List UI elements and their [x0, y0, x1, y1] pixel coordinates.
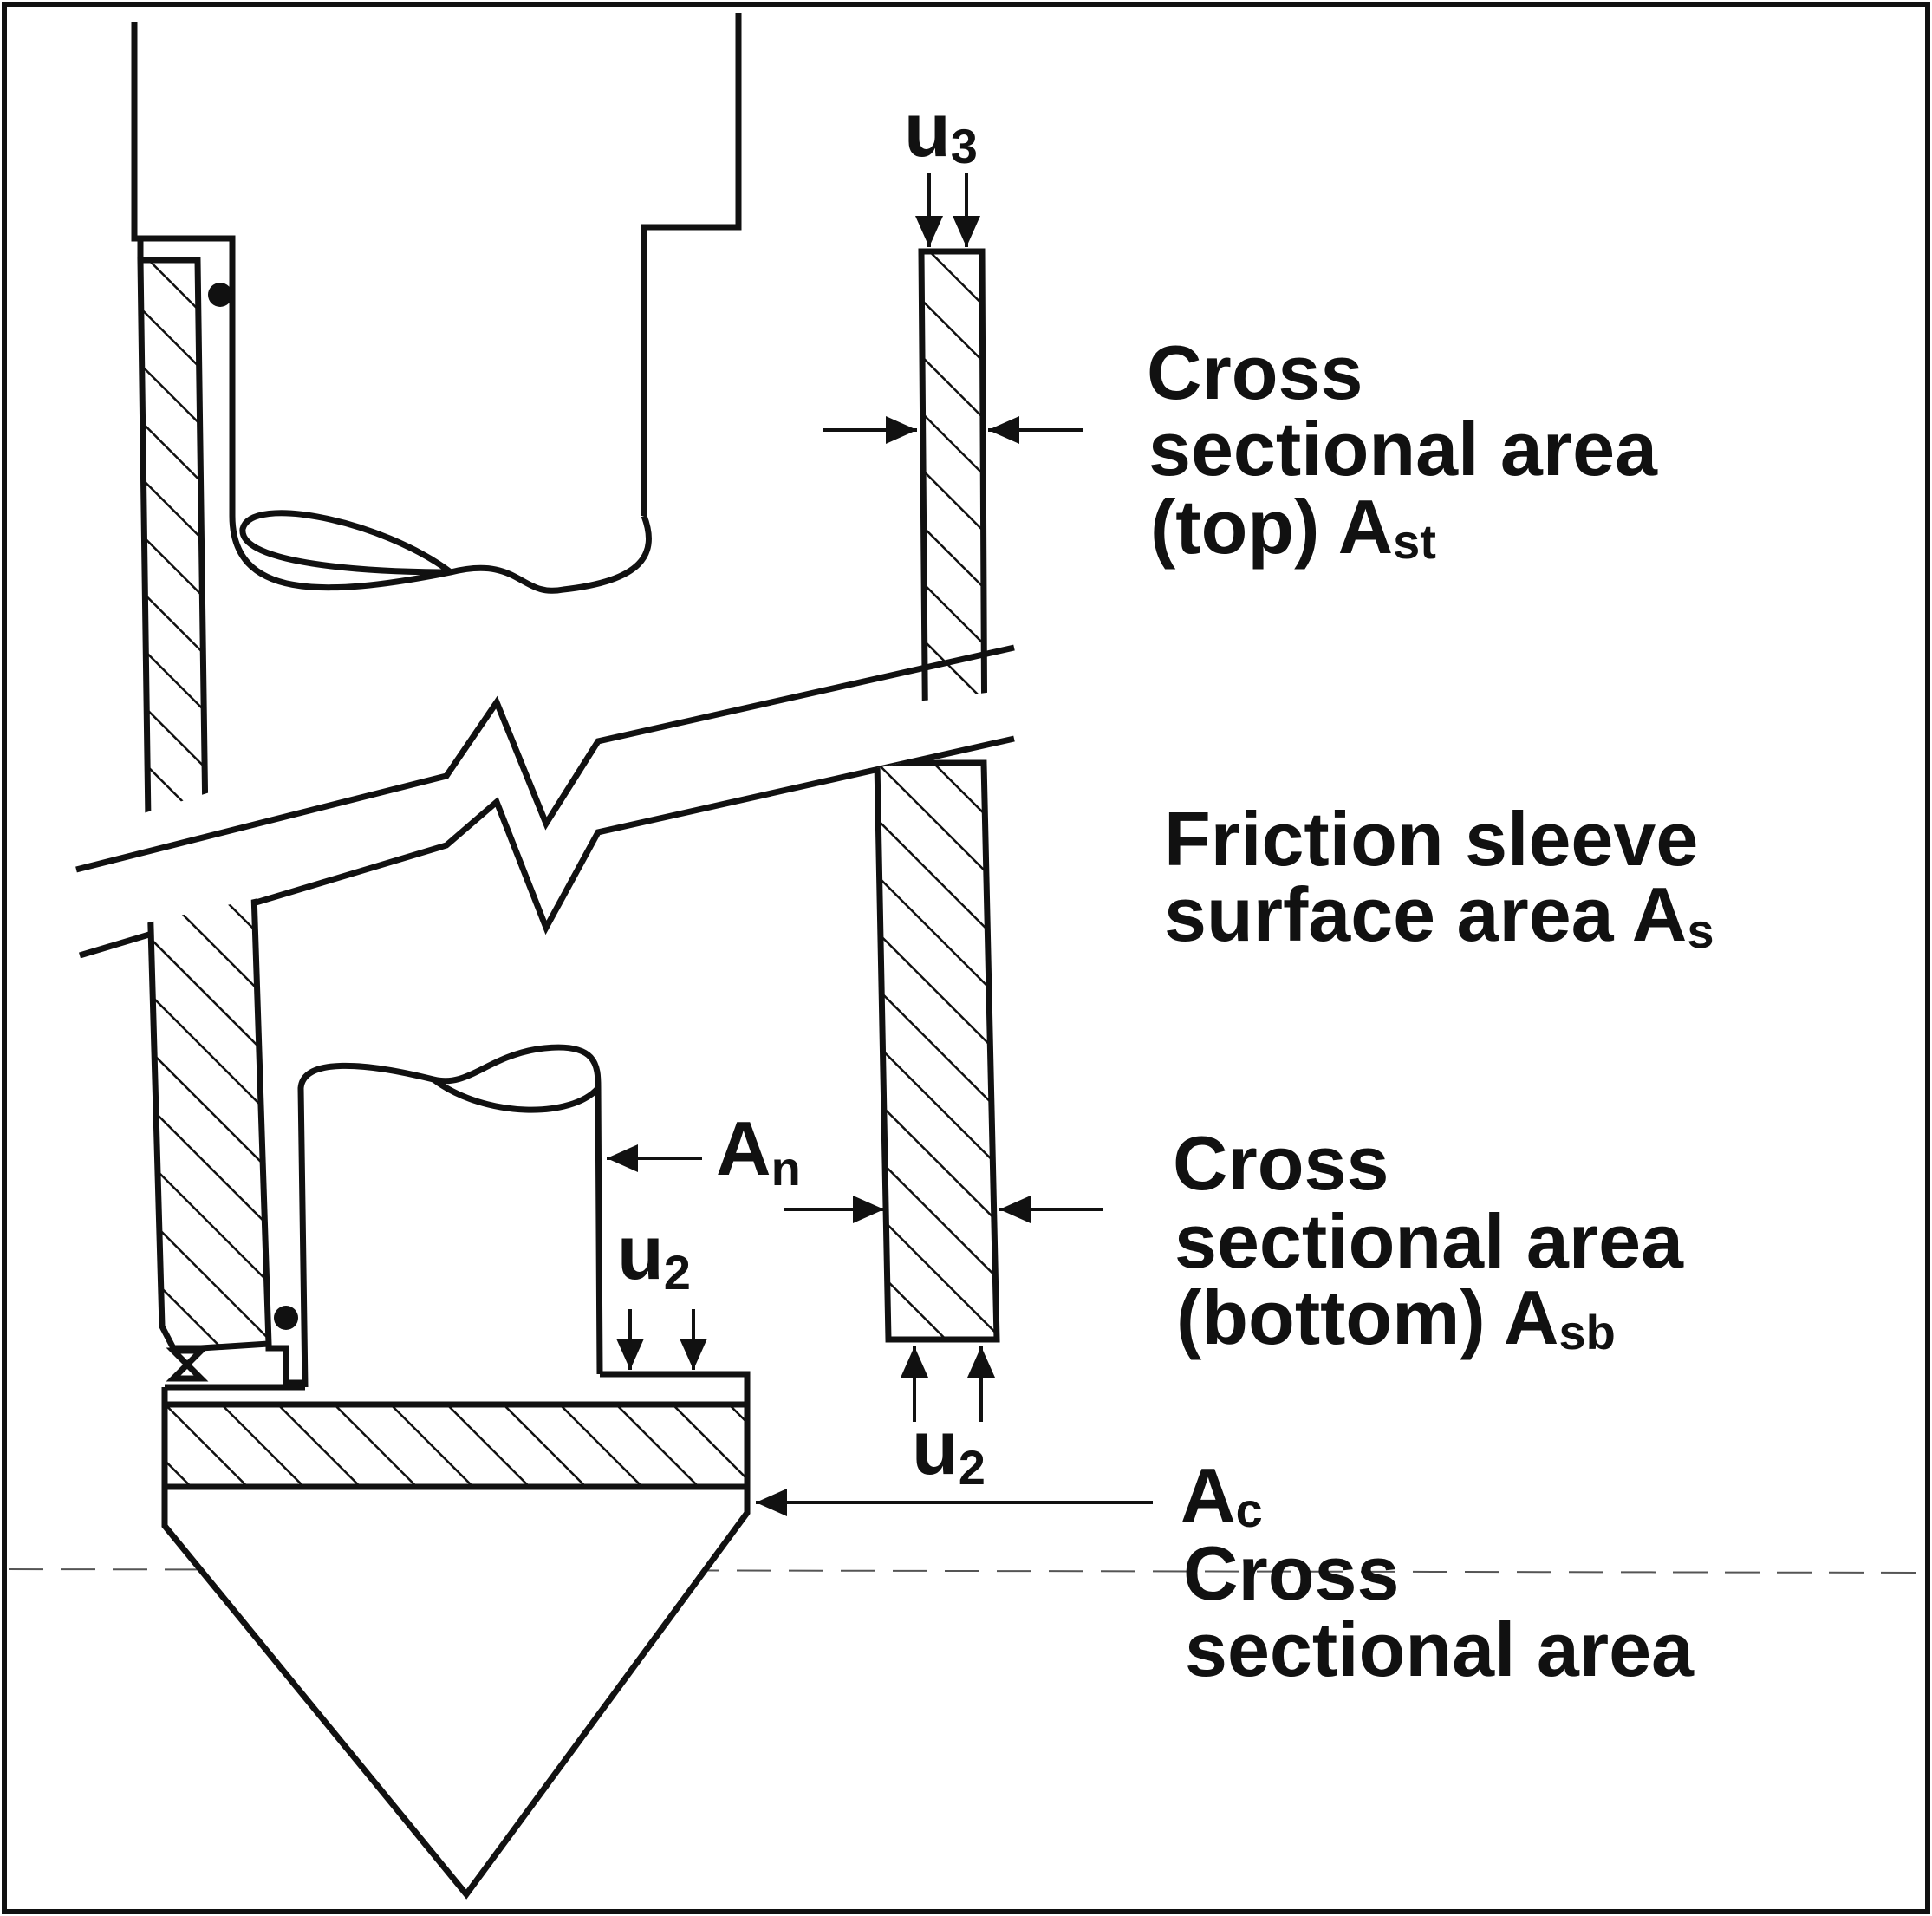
ac-line3: sectional area	[1185, 1606, 1695, 1692]
cone-tip	[161, 1483, 751, 1900]
lower-rod-outline	[297, 1044, 603, 1388]
upper-rod-break-loop	[239, 510, 453, 576]
filter-element	[166, 1347, 209, 1382]
left-sleeve-upper	[137, 257, 210, 858]
u2-left-label: u2	[617, 1209, 691, 1300]
u2-right-label: u2	[912, 1404, 986, 1495]
friction-line2: surface area As	[1164, 871, 1714, 958]
cross-bottom-line2: sectional area	[1174, 1198, 1684, 1284]
upper-connector	[137, 235, 236, 312]
arrows	[607, 173, 1153, 1516]
break-line-lower	[78, 735, 1015, 959]
cross-top-line2: sectional area	[1148, 406, 1658, 492]
upper-body-outline	[131, 13, 742, 516]
upper-section	[131, 13, 988, 858]
ac-label: Ac	[1181, 1452, 1263, 1538]
lower-section	[146, 759, 1000, 1352]
lower-rod-break-loop	[431, 1077, 601, 1113]
cross-top-line1: Cross	[1147, 329, 1363, 415]
seal-top-icon	[208, 283, 232, 307]
break-line-upper	[75, 644, 1015, 873]
cross-bottom-line1: Cross	[1173, 1120, 1389, 1206]
friction-line1: Friction sleeve	[1164, 796, 1698, 882]
break-band	[75, 644, 1015, 959]
seal-bottom-icon	[274, 1306, 298, 1330]
ac-line2: Cross	[1183, 1530, 1399, 1616]
cone-assembly	[161, 1044, 751, 1900]
cone-hatched-band	[161, 1401, 751, 1490]
cone-top-plate	[161, 1384, 747, 1408]
cone-shoulder	[600, 1371, 751, 1404]
u3-label: u3	[904, 87, 978, 173]
cross-bottom-line3: (bottom) Asb	[1176, 1274, 1616, 1360]
an-label: An	[716, 1105, 801, 1196]
right-sleeve-upper	[918, 248, 988, 784]
cross-top-line3: (top) Ast	[1150, 484, 1436, 570]
right-sleeve-lower	[874, 759, 1000, 1343]
upper-rod-break	[229, 514, 652, 594]
lower-connector	[265, 1344, 305, 1386]
left-sleeve-lower	[146, 864, 272, 1352]
